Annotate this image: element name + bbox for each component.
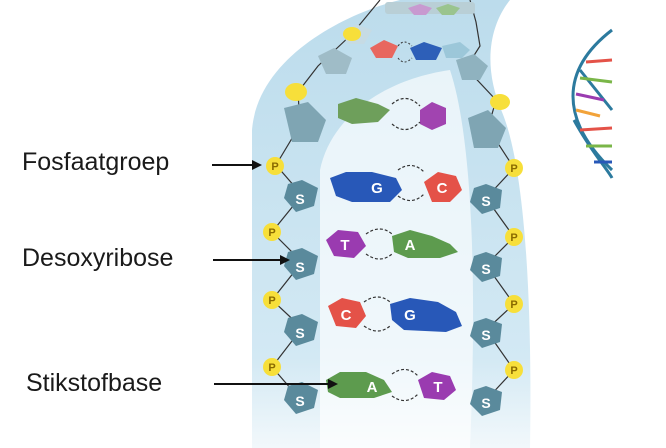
label-base-group: Stikstofbase (26, 369, 338, 397)
backbone-band-inner (320, 70, 474, 448)
phosphate-letter: P (268, 227, 275, 239)
phosphate-letter: P (510, 299, 517, 311)
guanine-letter-2: G (404, 307, 416, 324)
phosphate-left-1: P (266, 157, 284, 175)
phosphate-letter: P (268, 295, 275, 307)
base-pair-a-t: A T (326, 368, 456, 402)
phosphate-letter: P (271, 161, 278, 173)
label-fosfaatgroep: Fosfaatgroep (22, 148, 169, 176)
thymine-base (326, 230, 366, 258)
small-double-helix-icon (571, 28, 614, 179)
phosphate-left-4: P (263, 358, 281, 376)
thymine-letter-2: T (433, 379, 442, 396)
sugar-right-1: S (470, 184, 502, 214)
phosphate-letter: P (510, 365, 517, 377)
left-sugars: S S S S (284, 180, 318, 414)
phosphate-letter: P (510, 163, 517, 175)
phosphate-letter: P (510, 232, 517, 244)
sugar-letter: S (295, 325, 304, 341)
phosphate-left-3: P (263, 291, 281, 309)
sugar-left-2: S (284, 248, 318, 280)
left-phosphates: P P P P (263, 157, 284, 376)
phosphate-right-4: P (505, 361, 523, 379)
phosphate-letter: P (268, 362, 275, 374)
sugar-letter: S (295, 259, 304, 275)
phosphate-right-3: P (505, 295, 523, 313)
phosphate-right-2: P (505, 228, 523, 246)
sugar-letter: S (481, 193, 490, 209)
adenine-base-2 (326, 372, 392, 398)
guanine-base (330, 172, 402, 202)
arrow-head-icon (328, 379, 338, 389)
sugar-letter: S (481, 395, 490, 411)
sugar-right-2: S (470, 252, 502, 282)
right-sugars: S S S S (470, 184, 502, 416)
sugar-left-3: S (284, 314, 318, 346)
arrow-head-icon (252, 160, 262, 170)
sugar-right-4: S (470, 386, 502, 416)
sugar-right-3: S (470, 318, 502, 348)
cytosine-letter-2: C (341, 307, 352, 324)
sugar-letter: S (295, 191, 304, 207)
arrow-head-icon (280, 255, 290, 265)
guanine-base-2 (390, 298, 462, 332)
sugar-letter: S (295, 393, 304, 409)
label-phosphate-group: Fosfaatgroep (22, 148, 262, 176)
sugar-letter: S (481, 261, 490, 277)
right-phosphates: P P P P (505, 159, 523, 379)
label-stikstofbase: Stikstofbase (26, 369, 162, 397)
upper-twisted-rungs (284, 2, 510, 148)
phosphate-right-1: P (505, 159, 523, 177)
thymine-letter: T (340, 237, 349, 254)
cytosine-letter: C (437, 180, 448, 197)
label-desoxyribose: Desoxyribose (22, 244, 173, 272)
thymine-base-2 (418, 372, 456, 400)
guanine-letter: G (371, 180, 383, 197)
cytosine-base-2 (328, 298, 366, 328)
phosphate-left-2: P (263, 223, 281, 241)
label-deoxyribose-group: Desoxyribose (22, 244, 290, 272)
cytosine-base (424, 172, 462, 202)
adenine-letter: A (405, 237, 416, 254)
adenine-base (392, 230, 458, 258)
adenine-letter-2: A (367, 379, 378, 396)
sugar-letter: S (481, 327, 490, 343)
base-pair-g-c: G C (330, 164, 462, 202)
base-pair-c-g: C G (328, 296, 462, 332)
sugar-left-4: S (284, 382, 318, 414)
base-pair-t-a: T A (326, 228, 458, 260)
sugar-left-1: S (284, 180, 318, 212)
